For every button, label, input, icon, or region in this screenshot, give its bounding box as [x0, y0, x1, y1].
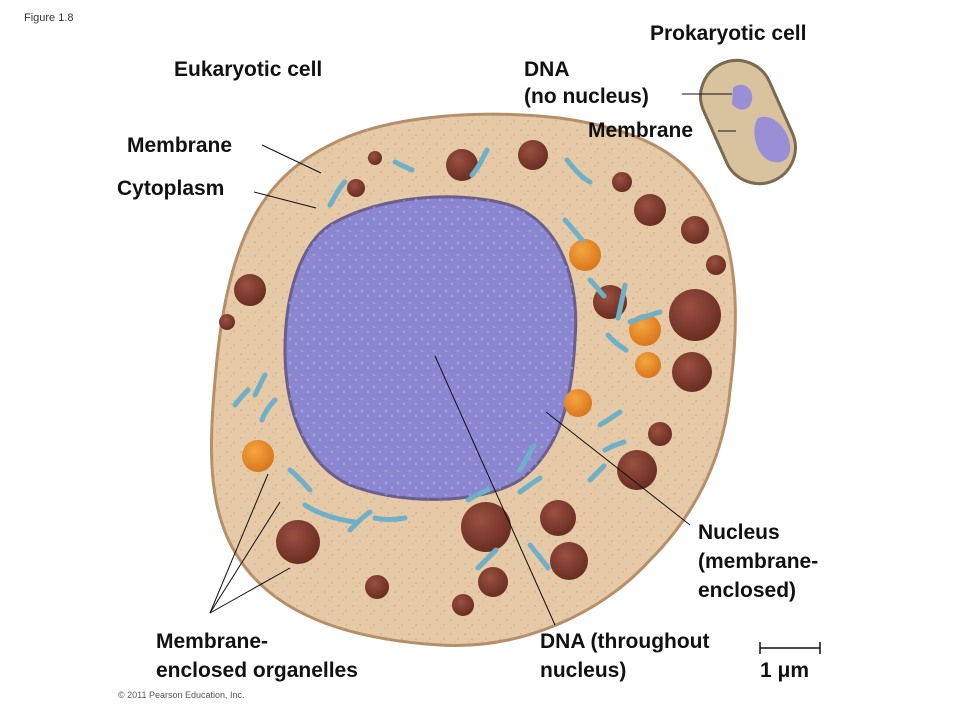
- figure-label: Figure 1.8: [24, 12, 74, 24]
- label-membrane-eukaryote: Membrane: [127, 134, 233, 157]
- prokaryotic-cell-title: Prokaryotic cell: [650, 22, 807, 45]
- label-organelles-line2: enclosed organelles: [156, 659, 358, 682]
- prokaryote-body: [699, 58, 797, 186]
- label-nucleus-line3: enclosed): [698, 579, 797, 602]
- eukaryotic-cell: [209, 112, 737, 647]
- label-scale-bar: 1 μm: [760, 659, 810, 682]
- copyright-notice: © 2011 Pearson Education, Inc.: [118, 690, 245, 700]
- label-dna-line2: (no nucleus): [524, 85, 649, 108]
- label-cytoplasm: Cytoplasm: [117, 177, 225, 200]
- er-strands: [232, 147, 663, 571]
- label-nucleus-line2: (membrane-: [698, 550, 819, 573]
- prokaryote-dna: [732, 84, 753, 110]
- leader-lines: [209, 93, 736, 626]
- brown-organelles: [219, 140, 726, 616]
- prokaryotic-cell: [699, 58, 797, 186]
- label-dna-line1: DNA: [524, 58, 570, 81]
- orange-organelles: [242, 239, 661, 472]
- label-nucleus-line1: Nucleus: [698, 521, 780, 544]
- label-dna-nucleus-line2: nucleus): [540, 659, 627, 682]
- label-organelles-line1: Membrane-: [156, 630, 269, 653]
- eukaryotic-cell-title: Eukaryotic cell: [174, 58, 323, 81]
- label-dna-nucleus-line1: DNA (throughout: [540, 630, 710, 653]
- label-membrane-prokaryote: Membrane: [588, 119, 694, 142]
- scale-bar: [759, 642, 821, 654]
